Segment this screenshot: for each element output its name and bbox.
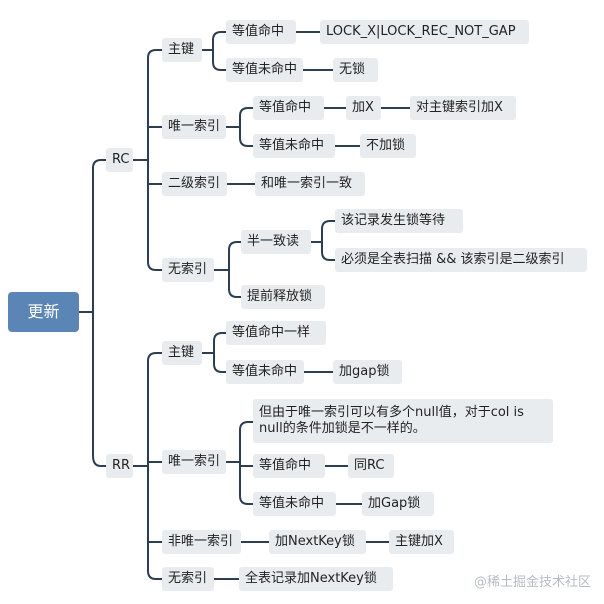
rc-unique-eq-miss-lock-node[interactable]: 不加锁 [360, 134, 416, 158]
rr-nonunique-node[interactable]: 非唯一索引 [162, 530, 241, 554]
rc-semi-consistent-read-node[interactable]: 半一致读 [241, 230, 311, 254]
rc-unique-eq-hit-lock-node[interactable]: 加X [346, 96, 381, 120]
rr-nonunique-lock-node[interactable]: 加NextKey锁 [269, 530, 366, 554]
rr-unique-null-note-node[interactable]: 但由于唯一索引可以有多个null值，对于col is null的条件加锁是不一样… [253, 399, 553, 443]
rc-noindex-node[interactable]: 无索引 [162, 258, 214, 282]
rr-node[interactable]: RR [106, 454, 133, 478]
rr-noindex-node[interactable]: 无索引 [162, 567, 214, 591]
rc-unique-node[interactable]: 唯一索引 [162, 115, 226, 139]
rr-unique-eq-miss-lock-node[interactable]: 加Gap锁 [362, 492, 434, 516]
rr-pk-node[interactable]: 主键 [162, 341, 202, 365]
rc-pk-node[interactable]: 主键 [162, 38, 202, 62]
rr-unique-node[interactable]: 唯一索引 [162, 450, 226, 474]
rc-unique-eq-hit-pk-node[interactable]: 对主键索引加X [410, 96, 516, 120]
rc-unique-eq-miss-node[interactable]: 等值未命中 [253, 134, 335, 158]
rr-unique-eq-hit-node[interactable]: 等值命中 [253, 454, 325, 478]
rc-pk-eq-miss-node[interactable]: 等值未命中 [226, 58, 303, 82]
rr-pk-eq-miss-node[interactable]: 等值未命中 [226, 360, 304, 384]
rr-unique-eq-hit-same-node[interactable]: 同RC [348, 454, 394, 478]
rc-semi-condition-b-node[interactable]: 必须是全表扫描 && 该索引是二级索引 [335, 248, 587, 272]
rr-noindex-lock-node[interactable]: 全表记录加NextKey锁 [239, 567, 393, 591]
rc-pk-eq-hit-lock-node[interactable]: LOCK_X|LOCK_REC_NOT_GAP [320, 20, 529, 44]
watermark-text: @稀土掘金技术社区 [474, 575, 592, 590]
rc-unique-eq-hit-node[interactable]: 等值命中 [253, 96, 324, 120]
rc-pk-eq-miss-lock-node[interactable]: 无锁 [333, 58, 378, 82]
rc-pk-eq-hit-node[interactable]: 等值命中 [226, 20, 296, 44]
rr-pk-eq-hit-node[interactable]: 等值命中一样 [226, 321, 326, 345]
rr-nonunique-pk-node[interactable]: 主键加X [389, 530, 454, 554]
rc-node[interactable]: RC [106, 148, 133, 172]
rc-early-release-node[interactable]: 提前释放锁 [241, 285, 325, 309]
root-node[interactable]: 更新 [8, 292, 79, 332]
rc-semi-condition-a-node[interactable]: 该记录发生锁等待 [335, 209, 463, 233]
rr-pk-eq-miss-lock-node[interactable]: 加gap锁 [333, 360, 402, 384]
rc-secondary-same-node[interactable]: 和唯一索引一致 [255, 172, 365, 196]
rc-secondary-node[interactable]: 二级索引 [162, 172, 227, 196]
rr-unique-eq-miss-node[interactable]: 等值未命中 [253, 492, 336, 516]
